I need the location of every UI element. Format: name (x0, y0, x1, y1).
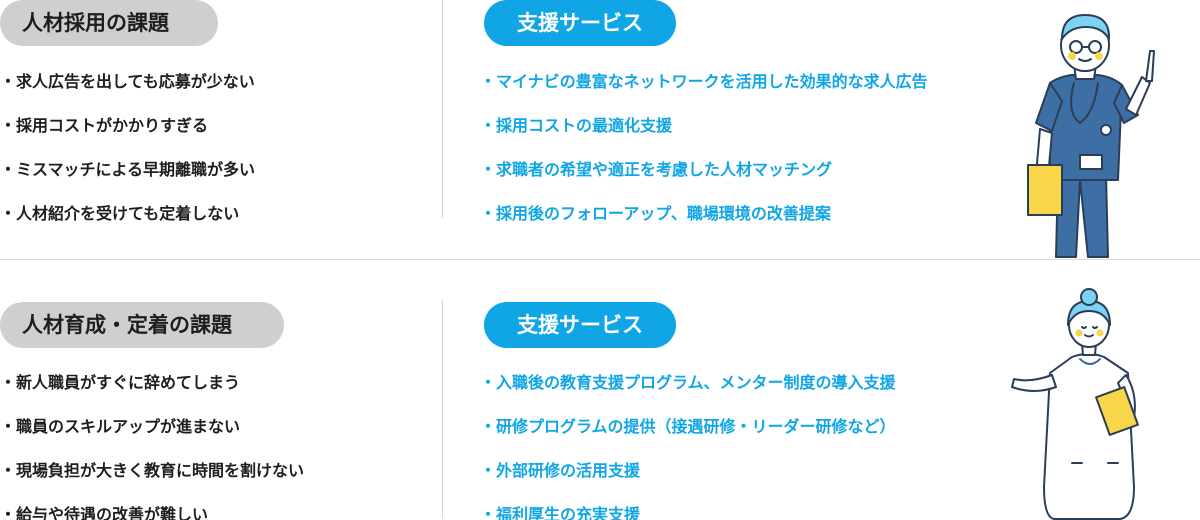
list-item: ・入職後の教育支援プログラム、メンター制度の導入支援 (480, 373, 896, 392)
section-divider (0, 259, 1200, 260)
list-item: ・人材紹介を受けても定着しない (0, 204, 240, 223)
list-item: ・福利厚生の充実支援 (480, 505, 641, 520)
list-item: ・現場負担が大きく教育に時間を割けない (0, 461, 305, 480)
development-challenge-list: ・新人職員がすぐに辞めてしまう ・職員のスキルアップが進まない ・現場負担が大き… (0, 361, 304, 520)
list-item: ・採用後のフォローアップ、職場環境の改善提案 (480, 204, 831, 223)
list-item: ・研修プログラムの提供（接遇研修・リーダー研修など） (480, 417, 896, 436)
list-item: ・求職者の希望や適正を考慮した人材マッチング (480, 160, 833, 179)
list-item: ・ミスマッチによる早期離職が多い (0, 160, 256, 179)
column-divider (442, 300, 443, 518)
list-item: ・外部研修の活用支援 (480, 461, 641, 480)
list-item: ・給与や待遇の改善が難しい (0, 505, 209, 520)
list-item: ・採用コストの最適化支援 (480, 116, 673, 135)
column-divider (442, 0, 443, 218)
development-service-title: 支援サービス (484, 302, 676, 348)
development-challenge-title: 人材育成・定着の課題 (0, 302, 284, 348)
recruitment-challenge-title: 人材採用の課題 (0, 0, 218, 46)
list-item: ・マイナビの豊富なネットワークを活用した効果的な求人広告 (480, 72, 928, 91)
recruitment-challenge-list: ・求人広告を出しても応募が少ない ・採用コストがかかりすぎる ・ミスマッチによる… (0, 60, 255, 236)
recruitment-section: 人材採用の課題 ・求人広告を出しても応募が少ない ・採用コストがかかりすぎる ・… (0, 0, 1155, 258)
development-section: 人材育成・定着の課題 ・新人職員がすぐに辞めてしまう ・職員のスキルアップが進ま… (0, 260, 1200, 520)
recruitment-service-title: 支援サービス (484, 0, 676, 46)
development-service-list: ・入職後の教育支援プログラム、メンター制度の導入支援 ・研修プログラムの提供（接… (480, 361, 896, 520)
female-nurse-illustration-icon (1011, 288, 1139, 520)
recruitment-service-list: ・マイナビの豊富なネットワークを活用した効果的な求人広告 ・採用コストの最適化支… (480, 60, 928, 236)
list-item: ・職員のスキルアップが進まない (0, 417, 241, 436)
list-item: ・採用コストがかかりすぎる (0, 116, 209, 135)
list-item: ・新人職員がすぐに辞めてしまう (0, 373, 241, 392)
list-item: ・求人広告を出しても応募が少ない (0, 72, 255, 91)
male-doctor-illustration-icon (1027, 14, 1155, 258)
